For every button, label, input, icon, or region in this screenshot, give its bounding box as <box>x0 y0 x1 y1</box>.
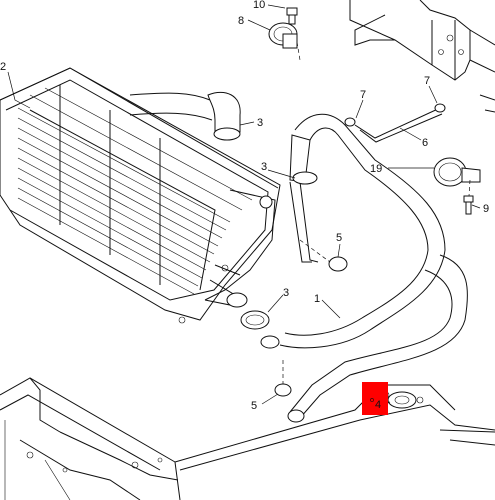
hose-clamp-3-lower <box>240 310 280 349</box>
callout-3-top: 3 <box>257 117 263 129</box>
callout-4: 4 <box>375 399 381 411</box>
upper-hose <box>129 91 241 141</box>
callout-7-a: 7 <box>360 89 366 101</box>
screw-9 <box>463 179 474 215</box>
callout-10: 10 <box>253 0 265 11</box>
hose-clamp-8 <box>268 22 301 61</box>
callout-5-mid: 5 <box>336 232 342 244</box>
overflow-tube-6 <box>344 103 446 143</box>
highlight-box[interactable] <box>362 382 388 415</box>
callout-labels: 10 8 2 3 7 7 6 3 19 9 5 3 1 5 <box>0 0 489 412</box>
callout-3-mid: 3 <box>261 161 267 173</box>
highlighted-callout-4[interactable]: 4 <box>362 382 388 415</box>
leader-lines <box>7 4 481 405</box>
callout-3-low: 3 <box>283 287 289 299</box>
hose-clamp-3-mid <box>292 171 318 185</box>
callout-5-low: 5 <box>251 400 257 412</box>
radiator-core-fins <box>17 85 253 295</box>
screw-10 <box>286 7 298 25</box>
clip-5-lower <box>274 360 292 397</box>
chassis-floor <box>0 377 495 500</box>
coolant-hose-1 <box>279 113 468 423</box>
callout-1: 1 <box>314 293 320 305</box>
callout-6: 6 <box>422 137 428 149</box>
clamp-19 <box>433 157 481 187</box>
callout-7-b: 7 <box>424 75 430 87</box>
callout-19: 19 <box>370 163 382 175</box>
callout-9: 9 <box>483 203 489 215</box>
callout-2: 2 <box>0 61 6 73</box>
mount-4 <box>387 391 417 409</box>
radiator <box>0 67 281 324</box>
frame-bracket <box>349 0 495 113</box>
callout-8: 8 <box>238 15 244 27</box>
